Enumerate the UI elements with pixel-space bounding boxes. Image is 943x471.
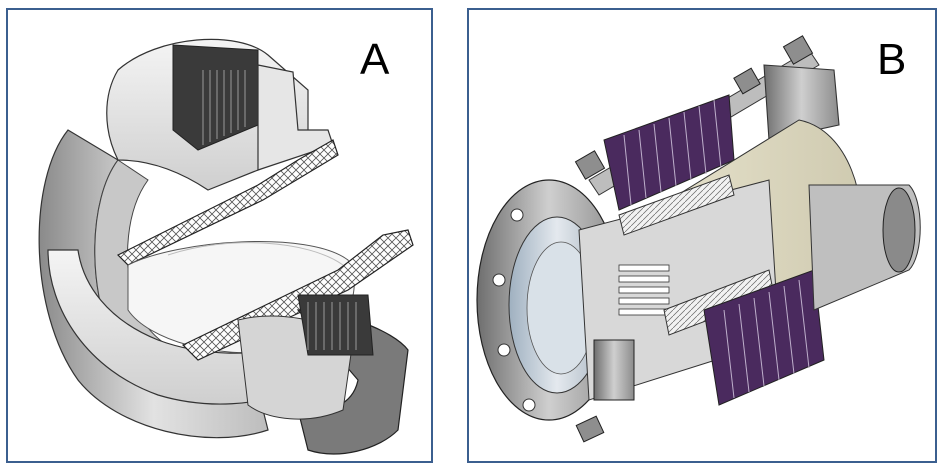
- panel-a: A: [6, 8, 433, 463]
- upper-bellows-band: [172, 44, 259, 151]
- bolt-hole-2: [492, 273, 506, 287]
- panel-label-b: B: [877, 35, 907, 84]
- upper-flange-lip: [257, 64, 334, 171]
- expansion-joint-b-illustration: [476, 35, 921, 443]
- tie-rod-nut-bottom: [575, 415, 605, 443]
- panel-label-a: A: [360, 35, 390, 84]
- bolt-hole-4: [522, 398, 536, 412]
- tie-rod-nut-low: [574, 150, 606, 180]
- tie-rod-nut-top: [782, 35, 814, 65]
- tie-rod-nut-mid: [733, 67, 761, 95]
- lower-bellows-band: [297, 294, 374, 356]
- section-hatch-upper: [618, 174, 735, 236]
- lower-flange-block: [593, 339, 635, 401]
- panel-b: B: [467, 8, 937, 463]
- rear-flange-top: [763, 64, 840, 141]
- upper-section-hatch: [116, 139, 339, 266]
- bolt-hole-3: [497, 343, 511, 357]
- bolt-hole-1: [510, 208, 524, 222]
- rear-pipe-end: [882, 187, 916, 273]
- expansion-joint-a-illustration: [38, 38, 414, 455]
